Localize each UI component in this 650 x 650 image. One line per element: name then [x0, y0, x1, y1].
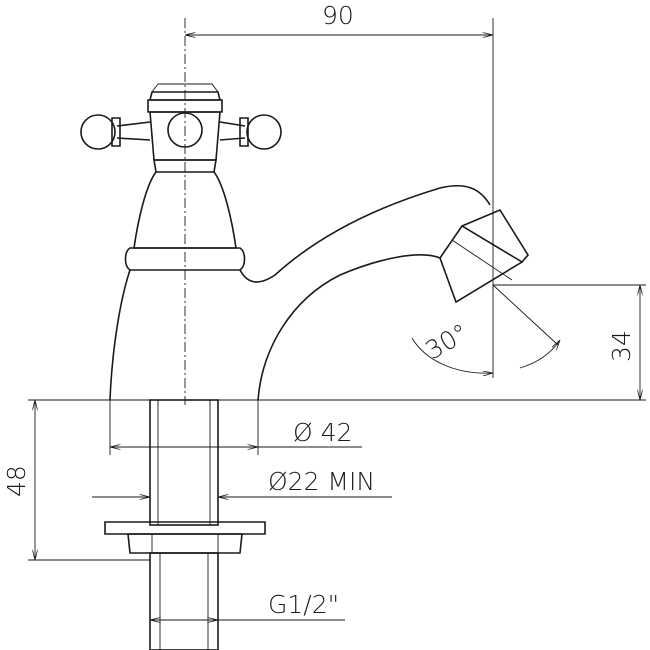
dimension-base-diameter: Ø 42	[109, 400, 362, 455]
dimension-shank-length: 48	[2, 400, 150, 561]
faucet-body	[80, 83, 529, 401]
dimension-width-top: 90	[185, 1, 494, 290]
dim-34-label: 34	[607, 330, 636, 362]
dim-90-label: 90	[322, 1, 354, 30]
dim-30-label: 30°	[421, 318, 474, 365]
faucet-shank	[104, 399, 266, 650]
dimension-angle: 30°	[411, 284, 560, 378]
dimension-hole-diameter: Ø22 MIN	[92, 467, 392, 497]
dimension-spout-height: 34	[493, 284, 646, 400]
dim-48-label: 48	[2, 465, 31, 497]
dim-22-label: Ø22 MIN	[268, 467, 375, 496]
dim-42-label: Ø 42	[293, 418, 352, 447]
dim-thread-label: G1/2"	[268, 590, 339, 619]
dimension-thread: G1/2"	[150, 590, 345, 620]
